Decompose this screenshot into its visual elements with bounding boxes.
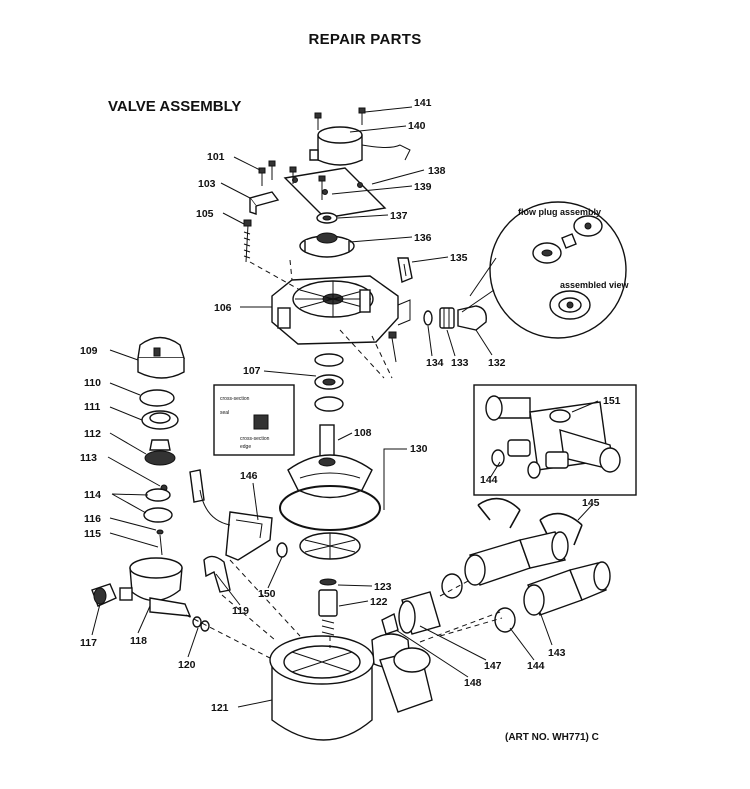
label-121: 121 — [211, 702, 229, 714]
label-116: 116 — [84, 513, 101, 525]
clip-148 — [381, 612, 399, 635]
screw-106-right — [388, 331, 397, 363]
screws-101 — [258, 160, 276, 186]
label-117: 117 — [80, 637, 97, 649]
screw-plate-left — [289, 166, 297, 184]
seal-107 — [314, 353, 344, 412]
label-113: 113 — [80, 452, 97, 464]
label-106: 106 — [214, 302, 232, 314]
flow-plug-133 — [439, 307, 455, 329]
adapter-upper — [464, 531, 569, 586]
spring-parts-123-122 — [318, 578, 338, 636]
label-141: 141 — [414, 97, 432, 109]
label-135: 135 — [450, 252, 468, 264]
label-132: 132 — [488, 357, 506, 369]
label-137: 137 — [390, 210, 408, 222]
label-134: 134 — [426, 357, 444, 369]
art-number: (ART NO. WH771) C — [505, 732, 599, 743]
label-123: 123 — [374, 581, 392, 593]
screw-105 — [243, 219, 252, 263]
label-133: 133 — [451, 357, 469, 369]
label-146: 146 — [240, 470, 258, 482]
inset-text-d: edge — [240, 444, 251, 450]
o-ring-130 — [279, 485, 381, 531]
valve-body-121 — [269, 633, 433, 741]
meter-118 — [119, 557, 192, 617]
label-105: 105 — [196, 208, 214, 220]
label-151: 151 — [603, 395, 621, 407]
label-101: 101 — [207, 151, 225, 163]
label-147: 147 — [484, 660, 502, 672]
label-111: 111 — [84, 401, 101, 413]
label-144a: 144 — [480, 474, 498, 486]
label-140: 140 — [408, 120, 426, 132]
inset-text-b: seal — [220, 410, 229, 416]
plate-138 — [283, 167, 387, 219]
label-144b: 144 — [527, 660, 545, 672]
control-housing-106 — [271, 275, 411, 345]
inset-text-a: cross-section — [220, 396, 250, 402]
screw-141 — [358, 107, 366, 125]
bypass-valve-151 — [473, 384, 637, 496]
adapter-lower-143 — [523, 561, 611, 616]
alignment-lines — [185, 259, 503, 659]
label-118: 118 — [130, 635, 147, 647]
gear-112 — [144, 439, 176, 466]
elbow-132 — [457, 305, 487, 331]
label-138: 138 — [428, 165, 446, 177]
page-title: REPAIR PARTS — [308, 31, 422, 48]
section-title: VALVE ASSEMBLY — [108, 98, 242, 115]
label-103: 103 — [198, 178, 216, 190]
label-120: 120 — [178, 659, 196, 671]
label-114: 114 — [84, 489, 101, 501]
label-119: 119 — [232, 605, 249, 617]
disks-114 — [143, 488, 173, 523]
cam-gear-136 — [299, 232, 355, 258]
knob-117 — [91, 583, 117, 607]
disk-111 — [141, 410, 179, 430]
label-139: 139 — [414, 181, 432, 193]
flow-plug-assembly-text: flow plug assembly — [518, 207, 601, 217]
label-143: 143 — [548, 647, 566, 659]
label-108: 108 — [354, 427, 372, 439]
label-122: 122 — [370, 596, 388, 608]
disc-150 — [299, 532, 361, 560]
screw-motor-left — [314, 112, 322, 130]
label-107: 107 — [243, 365, 261, 377]
assembled-view-text: assembled view — [560, 280, 630, 290]
label-109: 109 — [80, 345, 98, 357]
flow-plug-detail: flow plug assembly assembled view — [461, 201, 630, 339]
tube-147 — [398, 591, 441, 635]
screw-139 — [318, 175, 326, 200]
label-130: 130 — [410, 443, 428, 455]
label-115: 115 — [84, 528, 101, 540]
cap-109 — [137, 336, 185, 379]
leader-lines — [91, 106, 599, 708]
o-rings-120 — [192, 616, 210, 632]
motor-140 — [309, 126, 411, 166]
bracket-135 — [397, 257, 413, 283]
label-110: 110 — [84, 377, 101, 389]
part-labels: 141 140 101 138 103 139 105 137 136 135 … — [80, 97, 621, 714]
inset-text-c: cross-section — [240, 436, 270, 442]
label-148: 148 — [464, 677, 482, 689]
label-112: 112 — [84, 428, 101, 440]
label-150: 150 — [258, 588, 276, 600]
o-rings-144 — [441, 573, 516, 633]
bracket-146 — [189, 469, 273, 561]
clip-145-left — [477, 497, 521, 529]
label-145: 145 — [582, 497, 600, 509]
washer-137 — [316, 212, 338, 224]
seal-inset: cross-section seal cross-section edge — [213, 384, 295, 456]
clip-150-small — [276, 542, 288, 558]
label-136: 136 — [414, 232, 432, 244]
pin-115-116 — [156, 529, 164, 556]
o-ring-134 — [423, 310, 433, 326]
piston-108 — [287, 424, 373, 499]
flow-plug-line: flow plug assembly — [518, 207, 601, 217]
o-ring-110 — [139, 389, 175, 407]
bracket-103 — [248, 191, 280, 215]
